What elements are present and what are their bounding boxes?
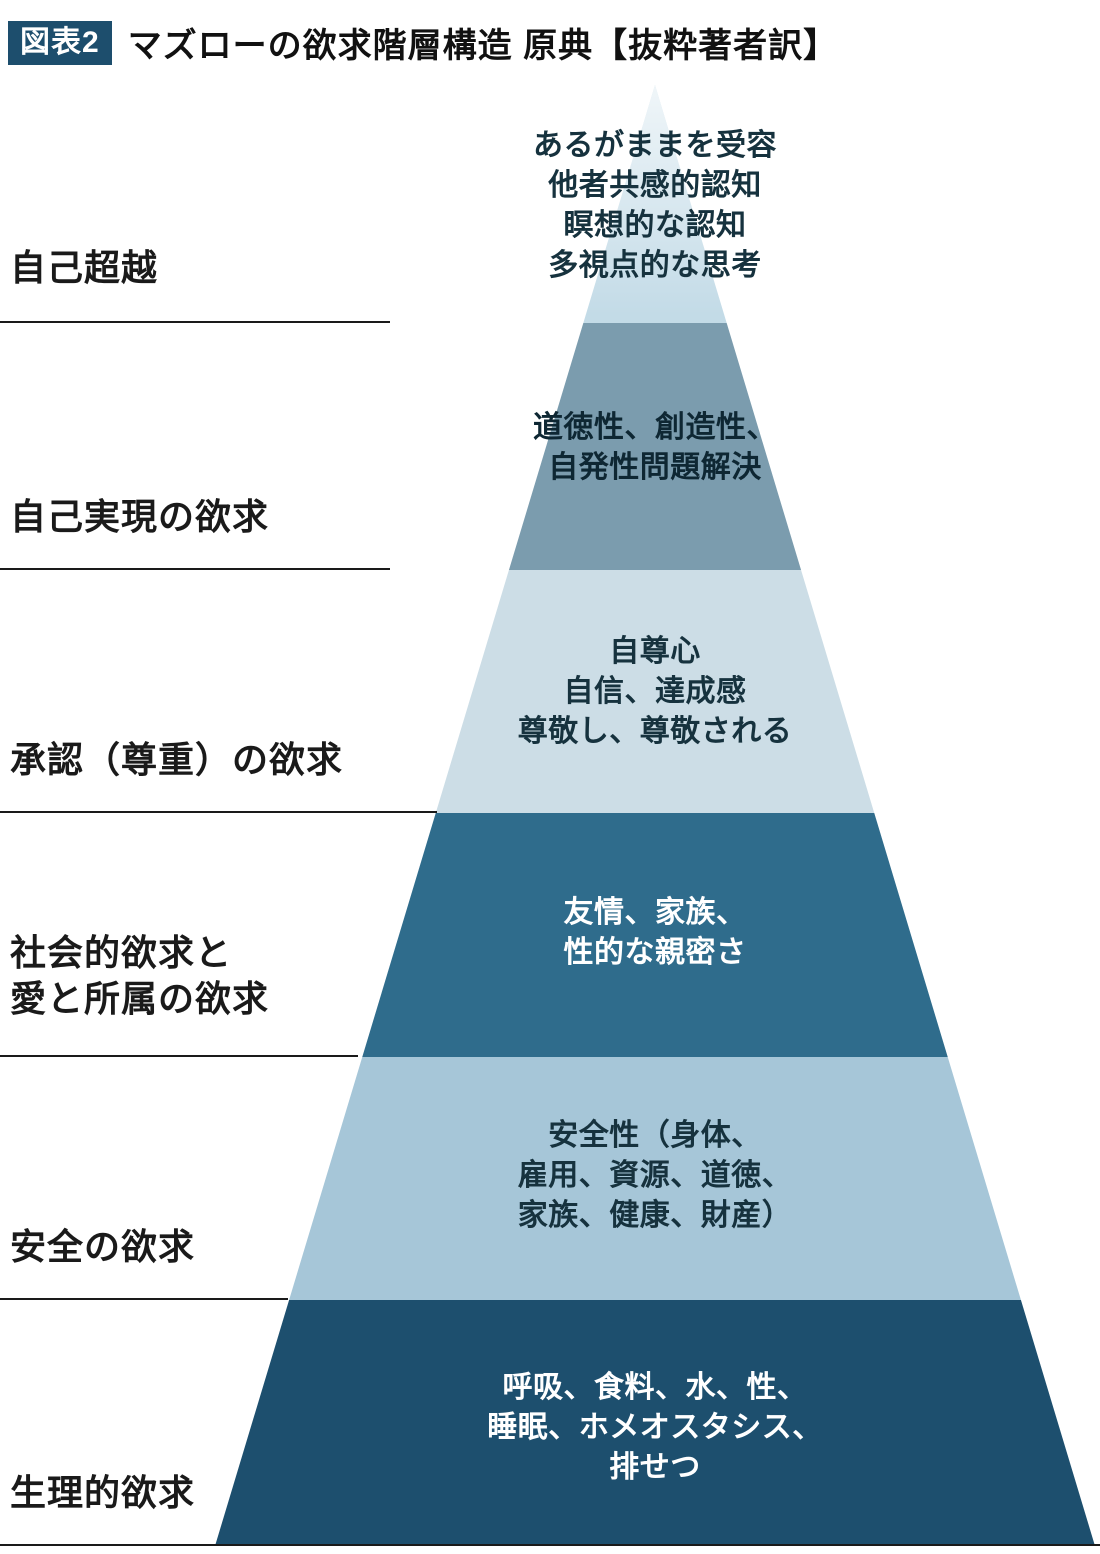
pyramid-band-safety [215, 1057, 1095, 1300]
level-label-self-actualization: 自己実現の欲求 [10, 496, 270, 537]
maslow-pyramid [215, 85, 1095, 1546]
level-content-self-transcendence: あるがままを受容 他者共感的認知 瞑想的な認知 多視点的な思考 [533, 129, 777, 282]
level-label-safety: 安全の欲求 [10, 1226, 196, 1267]
figure-number-badge: 図表2 [8, 20, 112, 65]
pyramid-band-physiological [215, 1300, 1095, 1546]
level-label-self-transcendence: 自己超越 [10, 247, 159, 288]
figure-title: マズローの欲求階層構造 原典【抜粋著者訳】 [127, 27, 839, 65]
figure-header: 図表2 マズローの欲求階層構造 原典【抜粋著者訳】 [8, 18, 838, 67]
level-label-physiological: 生理的欲求 [10, 1472, 196, 1513]
divider-line-self-transcendence [0, 321, 390, 323]
level-content-physiological: 呼吸、食料、水、性、 睡眠、ホメオスタシス、 排せつ [487, 1371, 823, 1484]
level-label-esteem: 承認（尊重）の欲求 [10, 739, 344, 780]
level-content-safety: 安全性（身体、 雇用、資源、道徳、 家族、健康、財産） [517, 1119, 793, 1232]
divider-line-self-actualization [0, 568, 390, 570]
divider-line-physiological [0, 1544, 1100, 1546]
level-content-self-actualization: 道徳性、創造性、 自発性問題解決 [533, 411, 777, 484]
divider-line-social-love-belonging [0, 1055, 358, 1057]
level-content-social-love-belonging: 友情、家族、 性的な親密さ [563, 896, 747, 969]
level-content-esteem: 自尊心 自信、達成感 尊敬し、尊敬される [517, 635, 793, 748]
divider-line-safety [0, 1298, 288, 1300]
divider-line-esteem [0, 811, 437, 813]
level-label-social-love-belonging: 社会的欲求と 愛と所属の欲求 [10, 932, 270, 1019]
